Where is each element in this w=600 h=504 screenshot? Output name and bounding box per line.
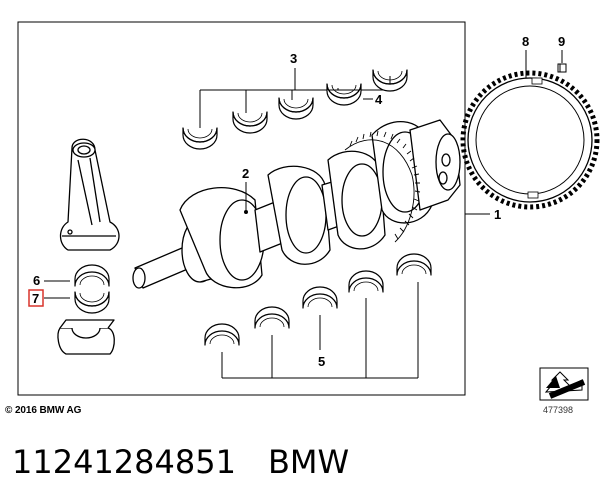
crank-reluctor-teeth — [344, 130, 421, 243]
callout-4: 4 — [375, 92, 383, 107]
drawing-number: 477398 — [543, 405, 574, 415]
callout-7: 7 — [32, 291, 39, 306]
conrod-cap — [57, 319, 115, 355]
conrod-bearing-lower — [74, 291, 110, 314]
crankshaft — [132, 119, 461, 289]
callout-8: 8 — [522, 34, 529, 49]
diagram-frame — [17, 21, 466, 396]
arrow-icon — [539, 367, 589, 401]
callout-3: 3 — [290, 51, 297, 66]
callout-2: 2 — [242, 166, 249, 181]
callout-6: 6 — [33, 273, 40, 288]
callout-1: 1 — [494, 207, 501, 222]
callout-9: 9 — [558, 34, 565, 49]
conrod-bearing-upper — [74, 264, 110, 287]
connecting-rod — [59, 138, 120, 251]
bolt-9 — [557, 63, 567, 73]
copyright-text: © 2016 BMW AG — [5, 405, 82, 416]
callout-3-leaders — [199, 68, 391, 128]
brand-name: BMW — [267, 443, 350, 481]
part-number: 11241284851 — [12, 443, 236, 481]
part-caption: 11241284851 BMW — [12, 440, 349, 484]
ring-gear — [460, 70, 600, 210]
callout-5-leaders — [221, 282, 419, 379]
callout-5: 5 — [318, 354, 325, 369]
highlight-box — [28, 289, 44, 307]
